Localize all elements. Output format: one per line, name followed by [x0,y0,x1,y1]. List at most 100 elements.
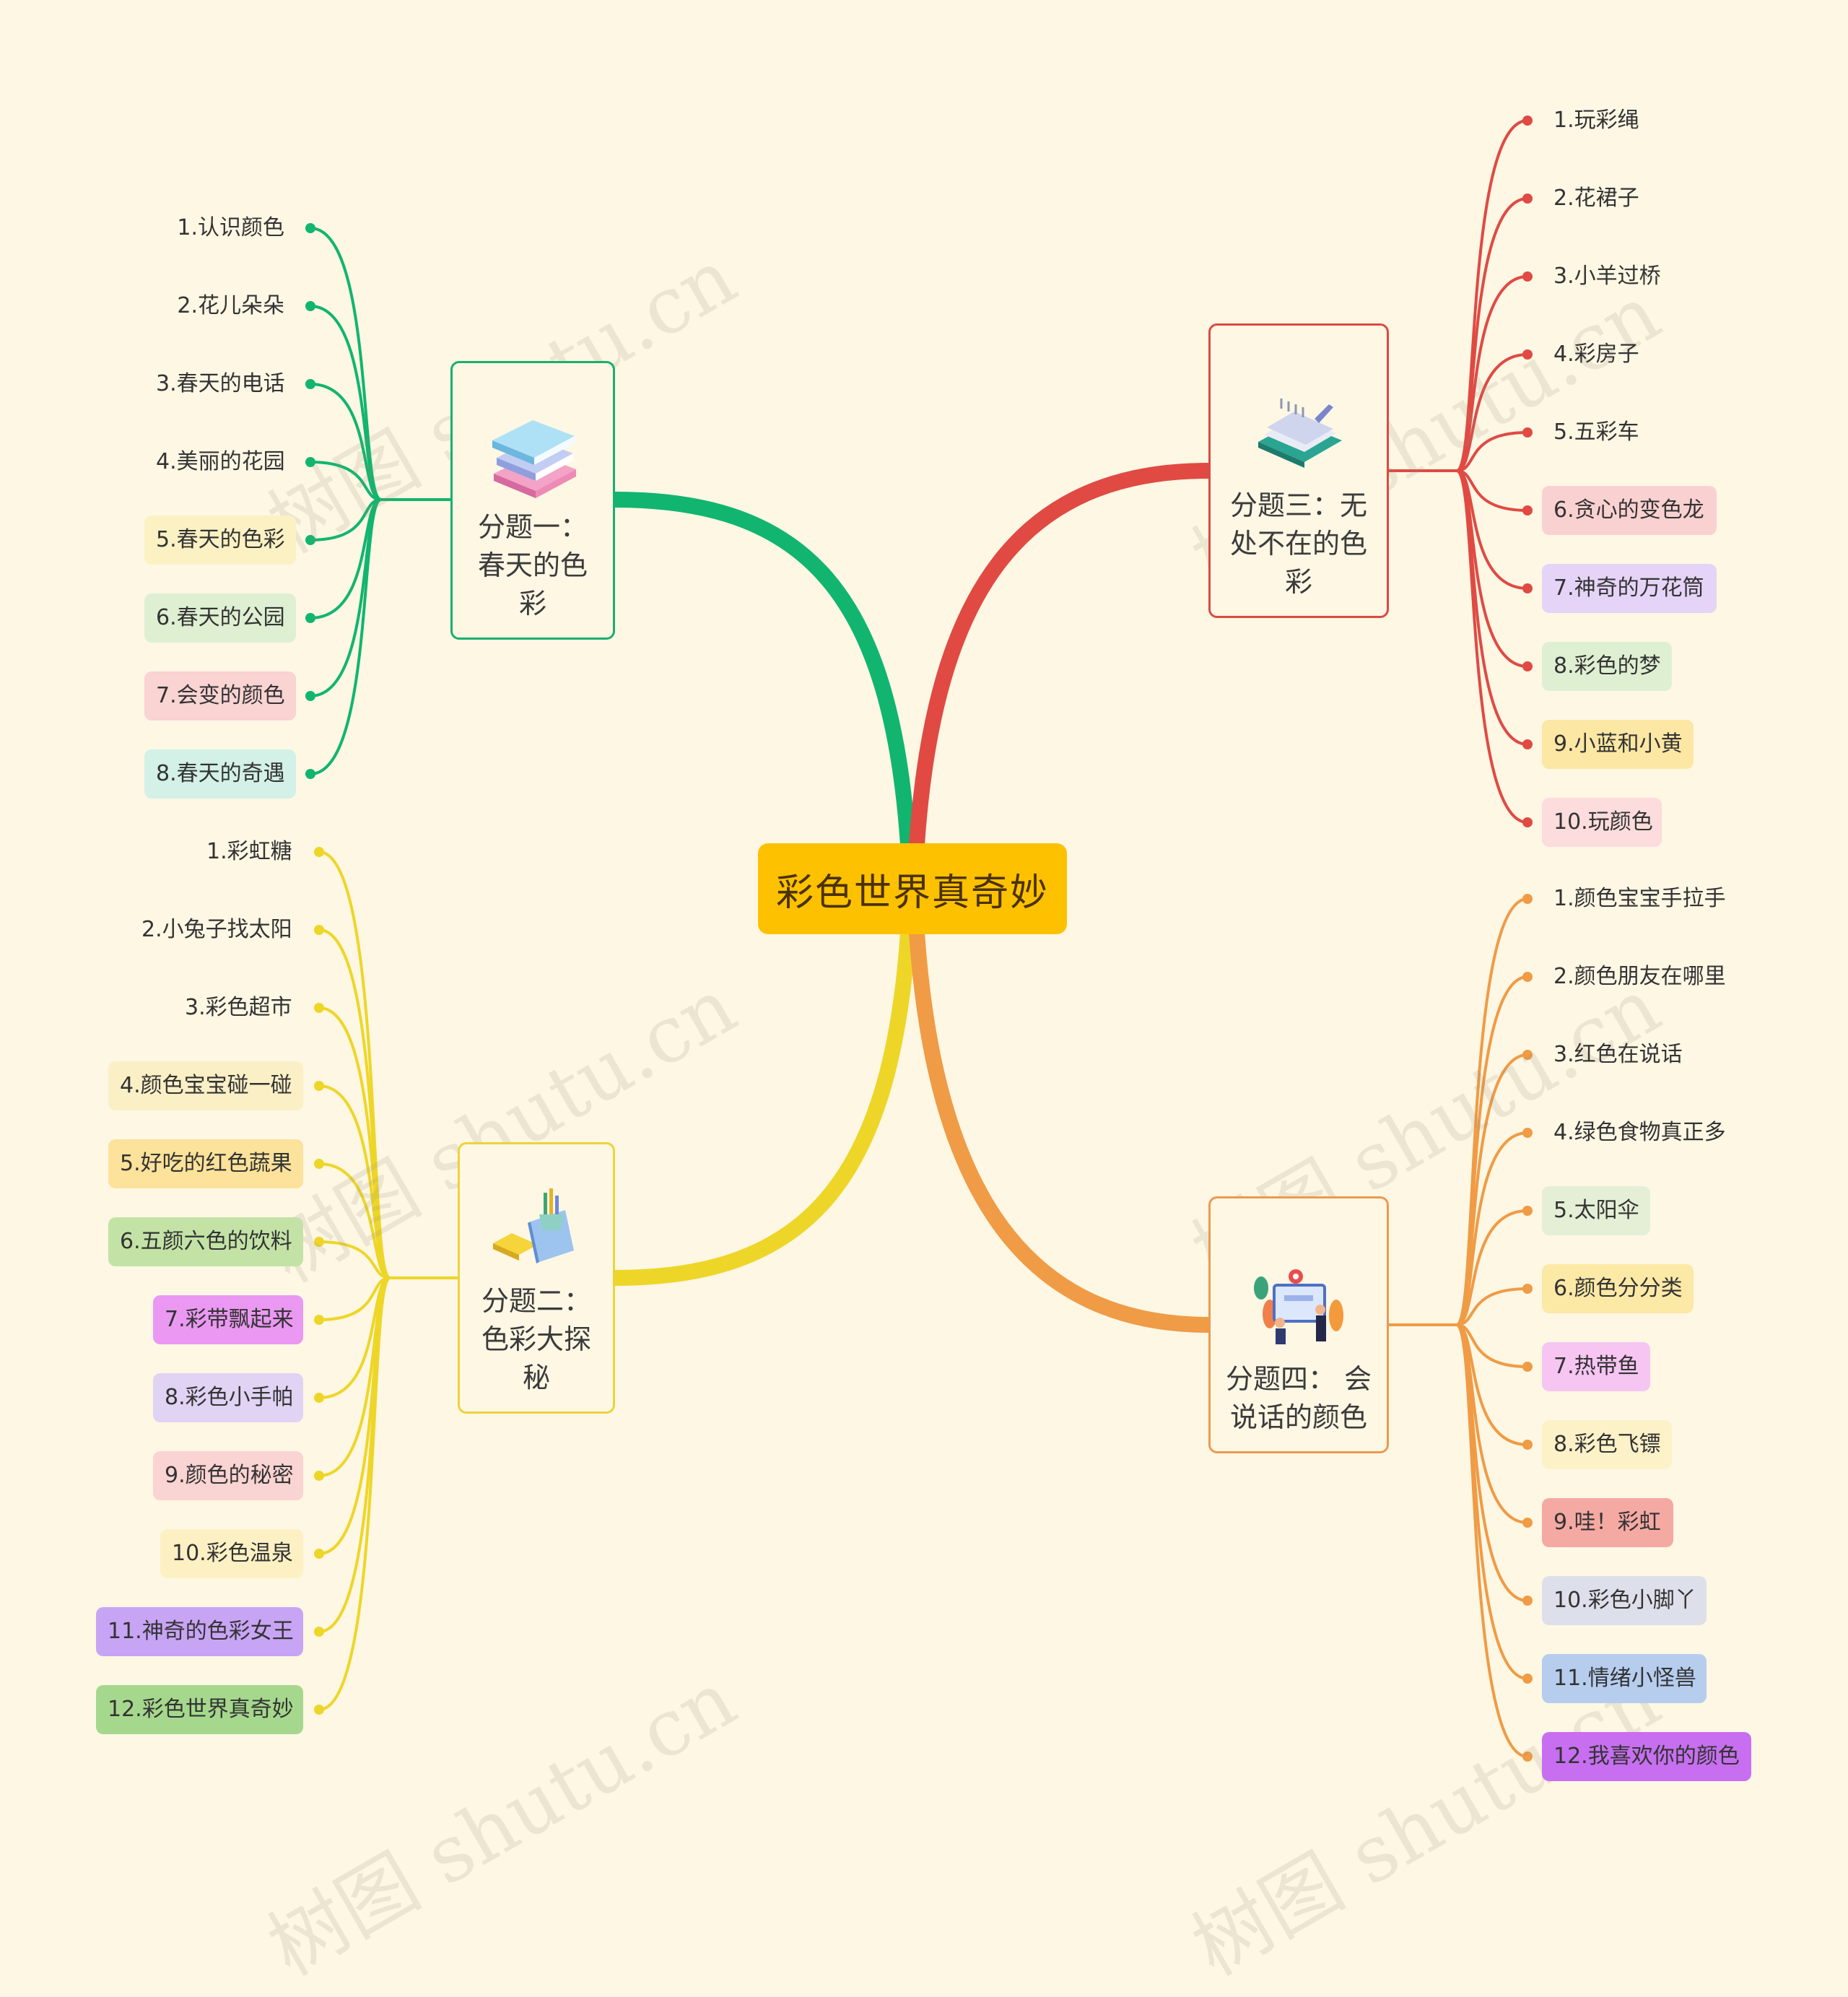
leaf-item[interactable]: 7.会变的颜色 [144,671,296,721]
leaf-connector-dot [1522,427,1533,438]
leaf-branch [309,461,383,501]
leaf-item[interactable]: 5.太阳伞 [1542,1186,1650,1235]
leaf-connector-dot [1522,661,1533,671]
topic-label-line: 彩 [518,588,546,619]
leaf-connector-dot [305,379,315,389]
leaf-connector-dot [1522,1284,1533,1294]
leaf-item[interactable]: 3.彩色超市 [185,995,292,1020]
leaf-branch [318,1162,391,1279]
leaf-connector-dot [1522,894,1533,904]
leaf-connector-dot [1522,1050,1533,1060]
root-topic[interactable]: 彩色世界真奇妙 [758,843,1067,934]
leaf-connector-dot [314,1705,324,1715]
leaf-item[interactable]: 8.彩色的梦 [1542,642,1672,691]
topic-talking-colors[interactable]: 分题四： 会 说话的颜色 [1208,1196,1389,1453]
leaf-item[interactable]: 7.彩带飘起来 [153,1295,303,1344]
leaf-item[interactable]: 6.五颜六色的饮料 [108,1217,303,1266]
leaf-connector-dot [314,925,324,935]
leaf-item[interactable]: 5.春天的色彩 [144,515,296,565]
leaf-connector-dot [314,1237,324,1247]
leaf-connector-dot [314,847,324,857]
leaf-branch [309,498,383,775]
main-branch [909,925,1216,1333]
leaf-item[interactable]: 5.好吃的红色蔬果 [108,1139,303,1188]
topic-color-exploration[interactable]: 分题二： 色彩大探 秘 [458,1142,615,1414]
leaf-item[interactable]: 7.热带鱼 [1542,1342,1650,1391]
leaf-item[interactable]: 9.小蓝和小黄 [1542,720,1694,769]
leaf-connector-dot [1522,1440,1533,1450]
leaf-item[interactable]: 6.颜色分分类 [1542,1264,1694,1313]
leaf-item[interactable]: 8.彩色飞镖 [1542,1420,1672,1469]
leaf-item[interactable]: 12.我喜欢你的颜色 [1542,1732,1751,1781]
leaf-connector-dot [305,691,315,701]
leaf-branch [318,1240,391,1279]
leaf-branch [1455,469,1529,824]
leaf-item[interactable]: 10.彩色小脚丫 [1542,1576,1707,1625]
presentation-icon [1254,1269,1343,1344]
leaf-branch [318,1006,391,1279]
leaf-connector-dot [1522,193,1533,204]
leaf-item[interactable]: 3.春天的电话 [156,371,285,396]
leaf-item[interactable]: 1.颜色宝宝手拉手 [1553,886,1726,911]
leaf-item[interactable]: 9.颜色的秘密 [153,1451,303,1500]
leaf-connector-dot [1522,1518,1533,1528]
leaf-connector-dot [1522,116,1533,126]
leaf-item[interactable]: 4.彩房子 [1553,341,1639,367]
leaf-item[interactable]: 7.神奇的万花筒 [1542,564,1717,613]
topic-label-line: 分题四： 会 [1225,1363,1372,1395]
leaf-item[interactable]: 11.情绪小怪兽 [1542,1654,1707,1703]
leaf-item[interactable]: 2.小兔子找太阳 [141,917,292,942]
topic-label-line: 处不在的色 [1229,528,1367,560]
leaf-item[interactable]: 8.彩色小手帕 [153,1373,303,1422]
topic-spring-colors[interactable]: 分题一： 春天的色 彩 [450,361,615,640]
leaf-item[interactable]: 2.颜色朋友在哪里 [1553,964,1726,989]
leaf-item[interactable]: 3.小羊过桥 [1553,264,1661,289]
leaf-item[interactable]: 4.美丽的花园 [156,449,285,474]
leaf-branch [309,383,383,501]
leaf-connector-dot [1522,1128,1533,1138]
main-branch [607,925,916,1286]
leaf-connector-dot [1522,583,1533,593]
topic-label-line: 秘 [522,1362,550,1393]
leaf-item[interactable]: 8.春天的奇遇 [144,749,296,799]
leaf-item[interactable]: 2.花儿朵朵 [177,293,284,318]
leaf-branch [318,928,391,1279]
leaf-branch [1455,1209,1529,1326]
leaf-item[interactable]: 10.彩色温泉 [160,1529,303,1578]
leaf-item[interactable]: 4.颜色宝宝碰一碰 [108,1061,303,1110]
leaf-connector-dot [1522,505,1533,515]
main-branch [909,463,1216,853]
leaf-item[interactable]: 9.哇！彩虹 [1542,1498,1673,1547]
leaf-item[interactable]: 12.彩色世界真奇妙 [96,1685,303,1734]
leaf-item[interactable]: 3.红色在说话 [1553,1042,1683,1067]
leaf-connector-dot [305,535,315,545]
leaf-connector-dot [1522,1206,1533,1216]
leaf-item[interactable]: 10.玩颜色 [1542,798,1662,847]
leaf-item[interactable]: 6.春天的公园 [144,593,296,643]
topic-colors-everywhere[interactable]: 分题三：无 处不在的色 彩 [1208,323,1389,618]
leaf-connector-dot [305,457,315,467]
leaf-item[interactable]: 4.绿色食物真正多 [1553,1120,1726,1145]
leaf-connector-dot [1522,972,1533,982]
topic-label-line: 分题三：无 [1229,490,1367,521]
leaf-branch [1455,1323,1529,1758]
leaf-item[interactable]: 1.玩彩绳 [1553,108,1639,133]
leaf-branch [1455,197,1529,472]
leaf-item[interactable]: 11.神奇的色彩女王 [96,1607,303,1656]
leaf-item[interactable]: 1.认识颜色 [177,215,284,240]
mind-map-canvas: 树图 shutu.cn 树图 shutu.cn 树图 shutu.cn 树图 s… [96,108,1751,1993]
leaf-branch [1455,275,1529,472]
leaf-item[interactable]: 1.彩虹糖 [206,839,292,864]
leaf-connector-dot [305,613,315,623]
topic-label-line: 分题一： [477,511,588,543]
topic-label-line: 色彩大探 [481,1323,591,1355]
leaf-item[interactable]: 6.贪心的变色龙 [1542,486,1717,535]
leaf-connector-dot [1522,1674,1533,1684]
leaf-branch [318,1276,391,1321]
leaf-connector-dot [1522,739,1533,749]
leaf-branch [318,1276,391,1711]
leaf-branch [1455,1323,1529,1368]
leaf-connector-dot [1522,1596,1533,1606]
leaf-item[interactable]: 5.五彩车 [1553,419,1639,445]
leaf-item[interactable]: 2.花裙子 [1553,186,1639,211]
